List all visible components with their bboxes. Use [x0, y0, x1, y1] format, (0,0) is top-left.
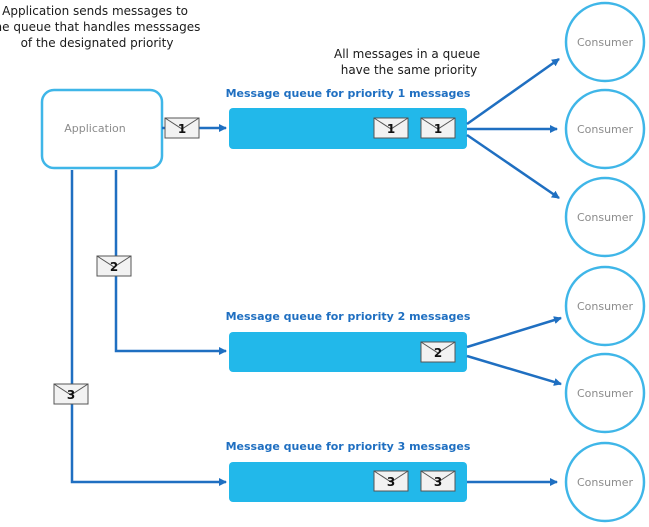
- consumer-label-3: Consumer: [577, 211, 634, 224]
- arrow-q1-consumer-3: [466, 133, 560, 200]
- envelope-icon: 1: [164, 117, 200, 139]
- envelope-number: 3: [67, 388, 75, 402]
- consumer-circle-2: [564, 88, 646, 170]
- envelope-icon: 3: [373, 470, 409, 492]
- queue-note: All messages in a queue have the same pr…: [334, 47, 484, 77]
- queue-note-line-2: have the same priority: [341, 63, 478, 77]
- queue-label-2: Message queue for priority 2 messages: [226, 310, 471, 323]
- envelope-icon: 2: [420, 341, 456, 363]
- application-label: Application: [64, 122, 125, 135]
- app-note-line-1: Application sends messages to: [2, 4, 188, 18]
- app-note-line-2: the queue that handles messsages: [0, 20, 200, 34]
- consumer-label-2: Consumer: [577, 123, 634, 136]
- consumer-circle-1: [564, 1, 646, 83]
- connector-priority-3: [70, 170, 227, 486]
- queue-label-3: Message queue for priority 3 messages: [226, 440, 471, 453]
- envelope-number: 1: [178, 122, 186, 136]
- app-note-line-3: of the designated priority: [21, 36, 174, 50]
- arrow-q1-consumer-1: [466, 57, 560, 126]
- envelope-number: 1: [387, 122, 395, 136]
- consumer-circle-3: [564, 176, 646, 258]
- queue-label-1: Message queue for priority 1 messages: [226, 87, 471, 100]
- consumer-circle-4: [564, 265, 646, 347]
- consumer-label-4: Consumer: [577, 300, 634, 313]
- connector-priority-2: [114, 170, 227, 355]
- consumer-circle-5: [564, 352, 646, 434]
- arrow-q2-consumer-4: [466, 316, 562, 349]
- consumer-label-5: Consumer: [577, 387, 634, 400]
- queue-bar-2: [229, 332, 467, 372]
- envelope-number: 1: [434, 122, 442, 136]
- envelope-icon: 3: [420, 470, 456, 492]
- consumer-label-1: Consumer: [577, 36, 634, 49]
- envelope-number: 2: [110, 260, 118, 274]
- consumer-label-6: Consumer: [577, 476, 634, 489]
- envelope-number: 2: [434, 346, 442, 360]
- envelope-icon: 1: [420, 117, 456, 139]
- queue-note-line-1: All messages in a queue: [334, 47, 480, 61]
- envelope-icon: 1: [373, 117, 409, 139]
- consumer-circle-6: [564, 441, 646, 523]
- envelope-icon: 3: [53, 383, 89, 405]
- envelope-icon: 2: [96, 255, 132, 277]
- envelope-number: 3: [387, 475, 395, 489]
- app-note: Application sends messages to the queue …: [0, 4, 204, 50]
- arrow-q2-consumer-5: [466, 354, 562, 386]
- envelope-number: 3: [434, 475, 442, 489]
